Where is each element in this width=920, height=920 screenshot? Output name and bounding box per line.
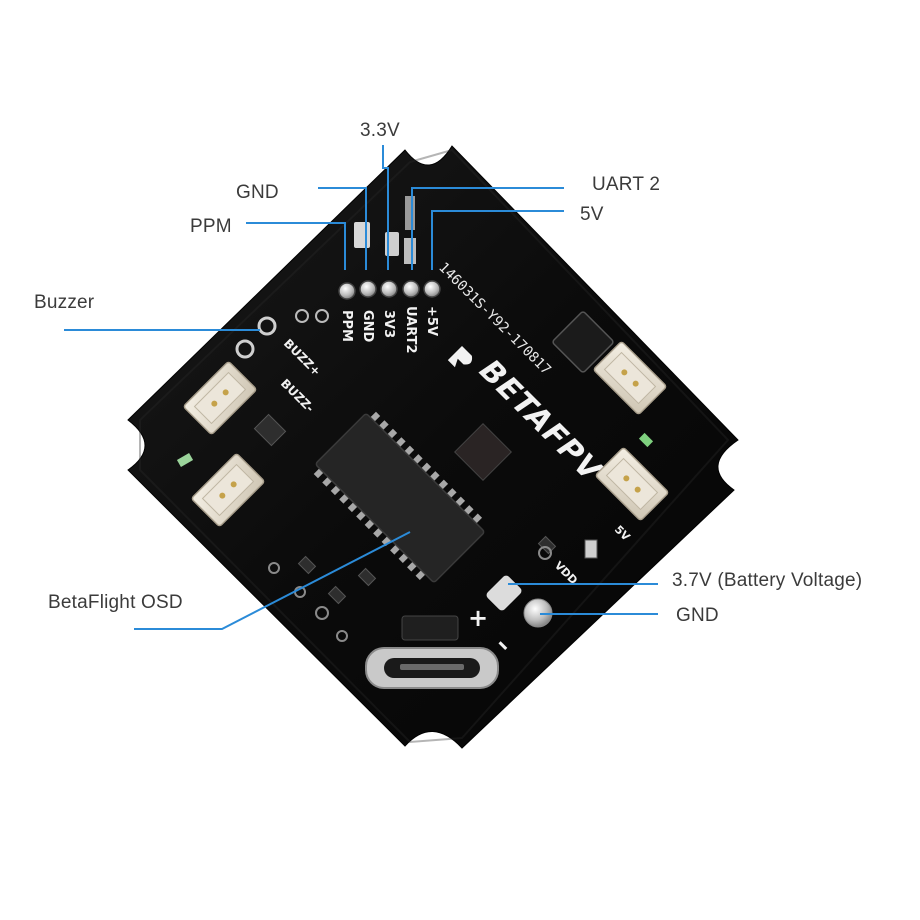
pad-label-group: UART2 [403, 306, 418, 354]
mcu-chip [454, 423, 512, 481]
pad-label: PPM [339, 310, 354, 342]
callout-osd: BetaFlight OSD [48, 592, 183, 613]
leader-line-osd [134, 531, 411, 630]
callout-buzzer: Buzzer [34, 292, 95, 313]
led-green [638, 432, 654, 448]
pcb-outline [127, 145, 739, 749]
pad-label: GND [360, 310, 375, 343]
gyro-chip [552, 311, 614, 373]
pcb-body [127, 145, 739, 749]
smd-components-misc [253, 413, 598, 605]
led-indicators [176, 432, 654, 467]
pad-3v3[interactable] [380, 280, 398, 298]
pad-buzz-minus[interactable] [235, 339, 255, 359]
osd-chip [313, 411, 485, 583]
pad-label-group: GND [360, 310, 375, 343]
pad-small [315, 309, 329, 323]
motor-connector-left-bottom [191, 453, 265, 527]
pad-label: 3V3 [381, 310, 396, 338]
callout-battery: 3.7V (Battery Voltage) [672, 570, 863, 591]
leader-lines [64, 145, 658, 630]
pad-gnd[interactable] [359, 280, 377, 298]
leader-line-ppm [246, 222, 346, 270]
callout-gnd-top: GND [236, 182, 279, 203]
motor-connector-right-top [593, 341, 667, 415]
leader-line-5v [431, 210, 564, 270]
pad-5v[interactable] [423, 280, 441, 298]
callout-5v: 5V [580, 204, 604, 225]
pad-uart2[interactable] [402, 280, 420, 298]
callout-ppm: PPM [190, 216, 232, 237]
leader-line-3v3 [382, 145, 389, 270]
leader-line-uart2 [411, 187, 564, 270]
pcb-rim [139, 148, 730, 744]
callout-3v3: 3.3V [360, 120, 400, 141]
buzzer-pads [235, 309, 329, 359]
resistor [404, 238, 416, 264]
led-green [176, 453, 194, 467]
pad-label: +5V [424, 306, 439, 336]
capacitor [354, 222, 370, 248]
callout-gnd-bottom: GND [676, 605, 719, 626]
pad-label-group: PPM [339, 310, 354, 342]
signal-pad-row [338, 280, 441, 300]
brand-mark-icon [447, 346, 473, 368]
battery-plus-mark: + [468, 604, 488, 632]
resistor [405, 196, 415, 230]
motor-connector-left-top [183, 361, 257, 435]
leader-line-gnd-top [318, 187, 367, 270]
pad-buzz-plus[interactable] [257, 316, 277, 336]
pad-label: UART2 [403, 306, 418, 354]
pad-label-group: 3V3 [381, 310, 396, 338]
pad-label-group: +5V [424, 306, 439, 336]
motor-connector-right-bottom [595, 447, 669, 521]
micro-usb-port[interactable] [365, 615, 499, 689]
pad-ppm[interactable] [338, 282, 356, 300]
pad-small [295, 309, 309, 323]
callout-uart2: UART 2 [592, 174, 661, 195]
